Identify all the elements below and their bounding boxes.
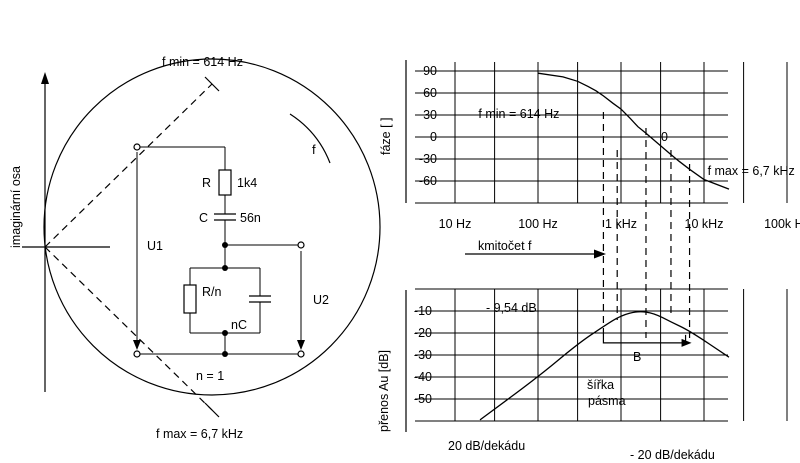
circuit: R 1k4 C 56n R/n nC U1 U2 [133, 143, 329, 358]
u1-label: U1 [147, 239, 163, 253]
resistor-r [218, 169, 232, 196]
gain-ytick-labels: -10 -20 -30 -40 -50 [414, 304, 432, 406]
phase-ytick-label: -30 [419, 152, 437, 166]
phase-ytick-labels: 90 60 30 0 -30 -60 [419, 64, 437, 188]
fmin-marker [204, 76, 220, 92]
fmax-marker [204, 402, 220, 418]
x-tick-labels: 10 Hz 100 Hz 1 kHz 10 kHz 100k Hz [439, 217, 800, 231]
gain-curve [479, 311, 730, 421]
phase-ylabel: fáze [ ] [379, 117, 393, 155]
frequency-axis-label: kmitočet f [478, 239, 532, 253]
input-terminal-top [133, 143, 141, 151]
phase-ytick-label: 0 [430, 130, 437, 144]
imaginary-axis-label: imaginární osa [9, 166, 23, 248]
bandwidth-symbol: B [633, 350, 641, 364]
gain-ylabel: přenos Au [dB] [377, 350, 391, 432]
output-terminal-bottom [297, 350, 305, 358]
bandwidth-label-line2: pásma [588, 394, 626, 408]
phase-plot: fáze [ ] 90 60 30 0 -30 -60 f min = 614 Hz f … [379, 60, 795, 204]
nyquist-diagram: imaginární osa f min = 614 Hz f max = 6,… [9, 55, 381, 441]
dashed-frequency-links [602, 112, 691, 338]
imaginary-axis-arrow [41, 72, 49, 84]
u2-label: U2 [313, 293, 329, 307]
gain-ytick-label: -50 [414, 392, 432, 406]
rn-label: R/n [202, 285, 222, 299]
input-terminal-bottom [133, 350, 141, 358]
gain-peak-annotation: - 9,54 dB [486, 301, 537, 315]
phase-grid [415, 62, 788, 204]
fmin-label: f min = 614 Hz [162, 55, 243, 69]
r-label: R [202, 176, 211, 190]
phase-ytick-label: -60 [419, 174, 437, 188]
x-tick-label: 1 kHz [605, 217, 637, 231]
bandwidth-bracket [602, 334, 687, 344]
bandwidth-label-line1: šířka [587, 378, 614, 392]
gain-ytick-label: -10 [414, 304, 432, 318]
phase-curve [537, 72, 730, 190]
x-tick-label: 10 Hz [439, 217, 472, 231]
x-tick-label: 100 Hz [518, 217, 558, 231]
node-ground [222, 351, 228, 357]
frequency-axis-arrow-head [594, 249, 606, 259]
phase-ytick-label: 90 [423, 64, 437, 78]
phase-ytick-label: 30 [423, 108, 437, 122]
x-tick-label: 10 kHz [685, 217, 724, 231]
dashed-line-fmin [44, 83, 213, 248]
c-label: C [199, 211, 208, 225]
c-value: 56n [240, 211, 261, 225]
bandwidth-arrow-head [681, 338, 692, 347]
gain-ytick-label: -20 [414, 326, 432, 340]
resistor-rn [183, 284, 197, 314]
gain-ytick-label: -40 [414, 370, 432, 384]
phase-fmax-annotation: f max = 6,7 kHz [708, 164, 795, 178]
r-value: 1k4 [237, 176, 257, 190]
slope-right-annotation: - 20 dB/dekádu [630, 448, 715, 462]
gain-ytick-label: -30 [414, 348, 432, 362]
locus-circle [43, 58, 381, 396]
slope-left-annotation: 20 dB/dekádu [448, 439, 525, 453]
f-label: f [312, 142, 316, 157]
gain-plot: přenos Au [dB] -10 -20 -30 -40 -50 - 9,54 dB… [377, 288, 788, 462]
dashed-line-fmax [44, 246, 213, 411]
output-terminal-top [297, 241, 305, 249]
phase-fmin-annotation: f min = 614 Hz [478, 107, 559, 121]
phase-zero-annotation: 0 [661, 130, 668, 144]
fmax-label: f max = 6,7 kHz [156, 427, 243, 441]
frequency-direction-arc [289, 113, 331, 164]
phase-ytick-label: 60 [423, 86, 437, 100]
gain-grid [415, 288, 788, 422]
frequency-axis: 10 Hz 100 Hz 1 kHz 10 kHz 100k Hz kmitočet f [439, 217, 800, 259]
x-tick-label: 100k Hz [764, 217, 800, 231]
n-label: n = 1 [196, 369, 224, 383]
nc-label: nC [231, 318, 247, 332]
